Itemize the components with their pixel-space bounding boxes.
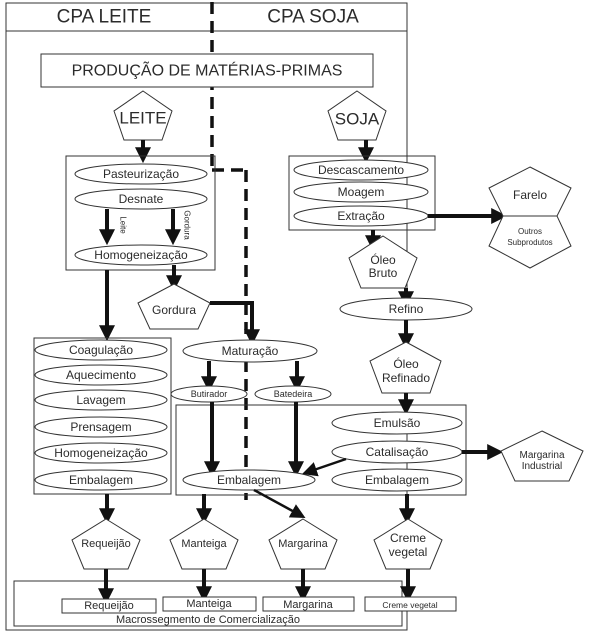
step-descascamento — [293, 159, 429, 181]
step-catalisacao-label: Catalisação — [366, 445, 429, 459]
market-item-manteiga-label: Manteiga — [186, 598, 232, 610]
arrow-catalisacao-to-embalagem — [302, 457, 347, 477]
step-prensagem-label: Prensagem — [70, 420, 131, 434]
outros-subprodutos-shape — [488, 215, 572, 269]
step-embalagem-manteiga — [182, 469, 316, 491]
step-prensagem — [34, 416, 168, 438]
requeijao-processing-box — [33, 337, 172, 495]
step-batedeira — [254, 385, 332, 403]
arrow-to-margarina — [253, 488, 306, 518]
gordura-pentagon — [137, 283, 211, 330]
leite-processing-box — [65, 155, 216, 271]
margarina-industrial-pentagon — [500, 430, 584, 482]
step-coagulacao-label: Coagulação — [69, 343, 133, 357]
step-lavagem-label: Lavagem — [76, 393, 125, 407]
step-embalagem-creme — [331, 468, 463, 492]
step-aquecimento — [34, 364, 168, 386]
step-lavagem — [34, 389, 168, 411]
step-maturacao — [182, 339, 318, 363]
step-coagulacao — [34, 339, 168, 361]
market-item-creme-vegetal — [364, 596, 457, 612]
step-embalagem-requeijao-label: Embalagem — [69, 473, 133, 487]
step-moagem-label: Moagem — [338, 185, 385, 199]
farelo-label: Farelo — [513, 188, 547, 202]
step-butirador-label: Butirador — [191, 389, 228, 399]
step-pasteurizacao-label: Pasteurização — [103, 167, 179, 181]
market-item-margarina-label: Margarina — [283, 599, 333, 611]
gordura-label: Gordura — [152, 303, 196, 317]
production-banner-label: PRODUÇÃO DE MATÉRIAS-PRIMAS — [72, 60, 343, 80]
arrow-gordura-to-maturacao — [210, 301, 260, 346]
market-item-margarina — [262, 596, 355, 612]
market-item-manteiga — [162, 596, 257, 612]
step-descascamento-label: Descascamento — [318, 163, 404, 177]
step-homogeneizacao-2 — [34, 442, 168, 464]
leite-label: LEITE — [119, 109, 166, 128]
step-extracao-label: Extração — [337, 209, 385, 223]
market-item-creme-vegetal-label: Creme vegetal — [382, 600, 437, 610]
step-homogeneizacao-label: Homogeneização — [94, 248, 188, 262]
soja-label: SOJA — [335, 110, 380, 129]
step-aquecimento-label: Aquecimento — [66, 368, 136, 382]
step-homogeneizacao — [74, 244, 208, 266]
step-embalagem-requeijao — [34, 469, 168, 491]
commercialization-label: Macrossegmento de Comercialização — [116, 614, 300, 626]
step-embalagem-manteiga-label: Embalagem — [217, 473, 281, 487]
step-embalagem-creme-label: Embalagem — [365, 473, 429, 487]
production-banner — [40, 53, 374, 88]
soja-pentagon — [327, 90, 387, 141]
step-emulsao-label: Emulsão — [374, 416, 421, 430]
margarina-product-label: Margarina — [278, 538, 328, 550]
step-moagem — [293, 181, 429, 203]
step-homogeneizacao-2-label: Homogeneização — [54, 446, 148, 460]
step-refino-label: Refino — [389, 302, 424, 316]
market-item-requeijao — [61, 598, 157, 614]
step-emulsao — [331, 411, 463, 435]
manteiga-product-label: Manteiga — [181, 538, 227, 550]
step-butirador — [170, 385, 248, 403]
soja-processing-box — [288, 155, 436, 231]
oleo-bruto-pentagon — [348, 235, 418, 289]
branch-label-leite: Leite — [119, 216, 128, 234]
step-desnate — [74, 188, 208, 210]
cpa-soja-title: CPA SOJA — [267, 7, 359, 28]
step-maturacao-label: Maturação — [222, 344, 279, 358]
step-pasteurizacao — [74, 163, 208, 185]
market-item-requeijao-label: Requeijão — [84, 600, 134, 612]
cpa-leite-title: CPA LEITE — [57, 7, 152, 28]
step-batedeira-label: Batedeira — [274, 389, 313, 399]
requeijao-product-label: Requeijão — [81, 538, 131, 550]
step-desnate-label: Desnate — [119, 192, 164, 206]
branch-label-gordura: Gordura — [183, 210, 192, 240]
